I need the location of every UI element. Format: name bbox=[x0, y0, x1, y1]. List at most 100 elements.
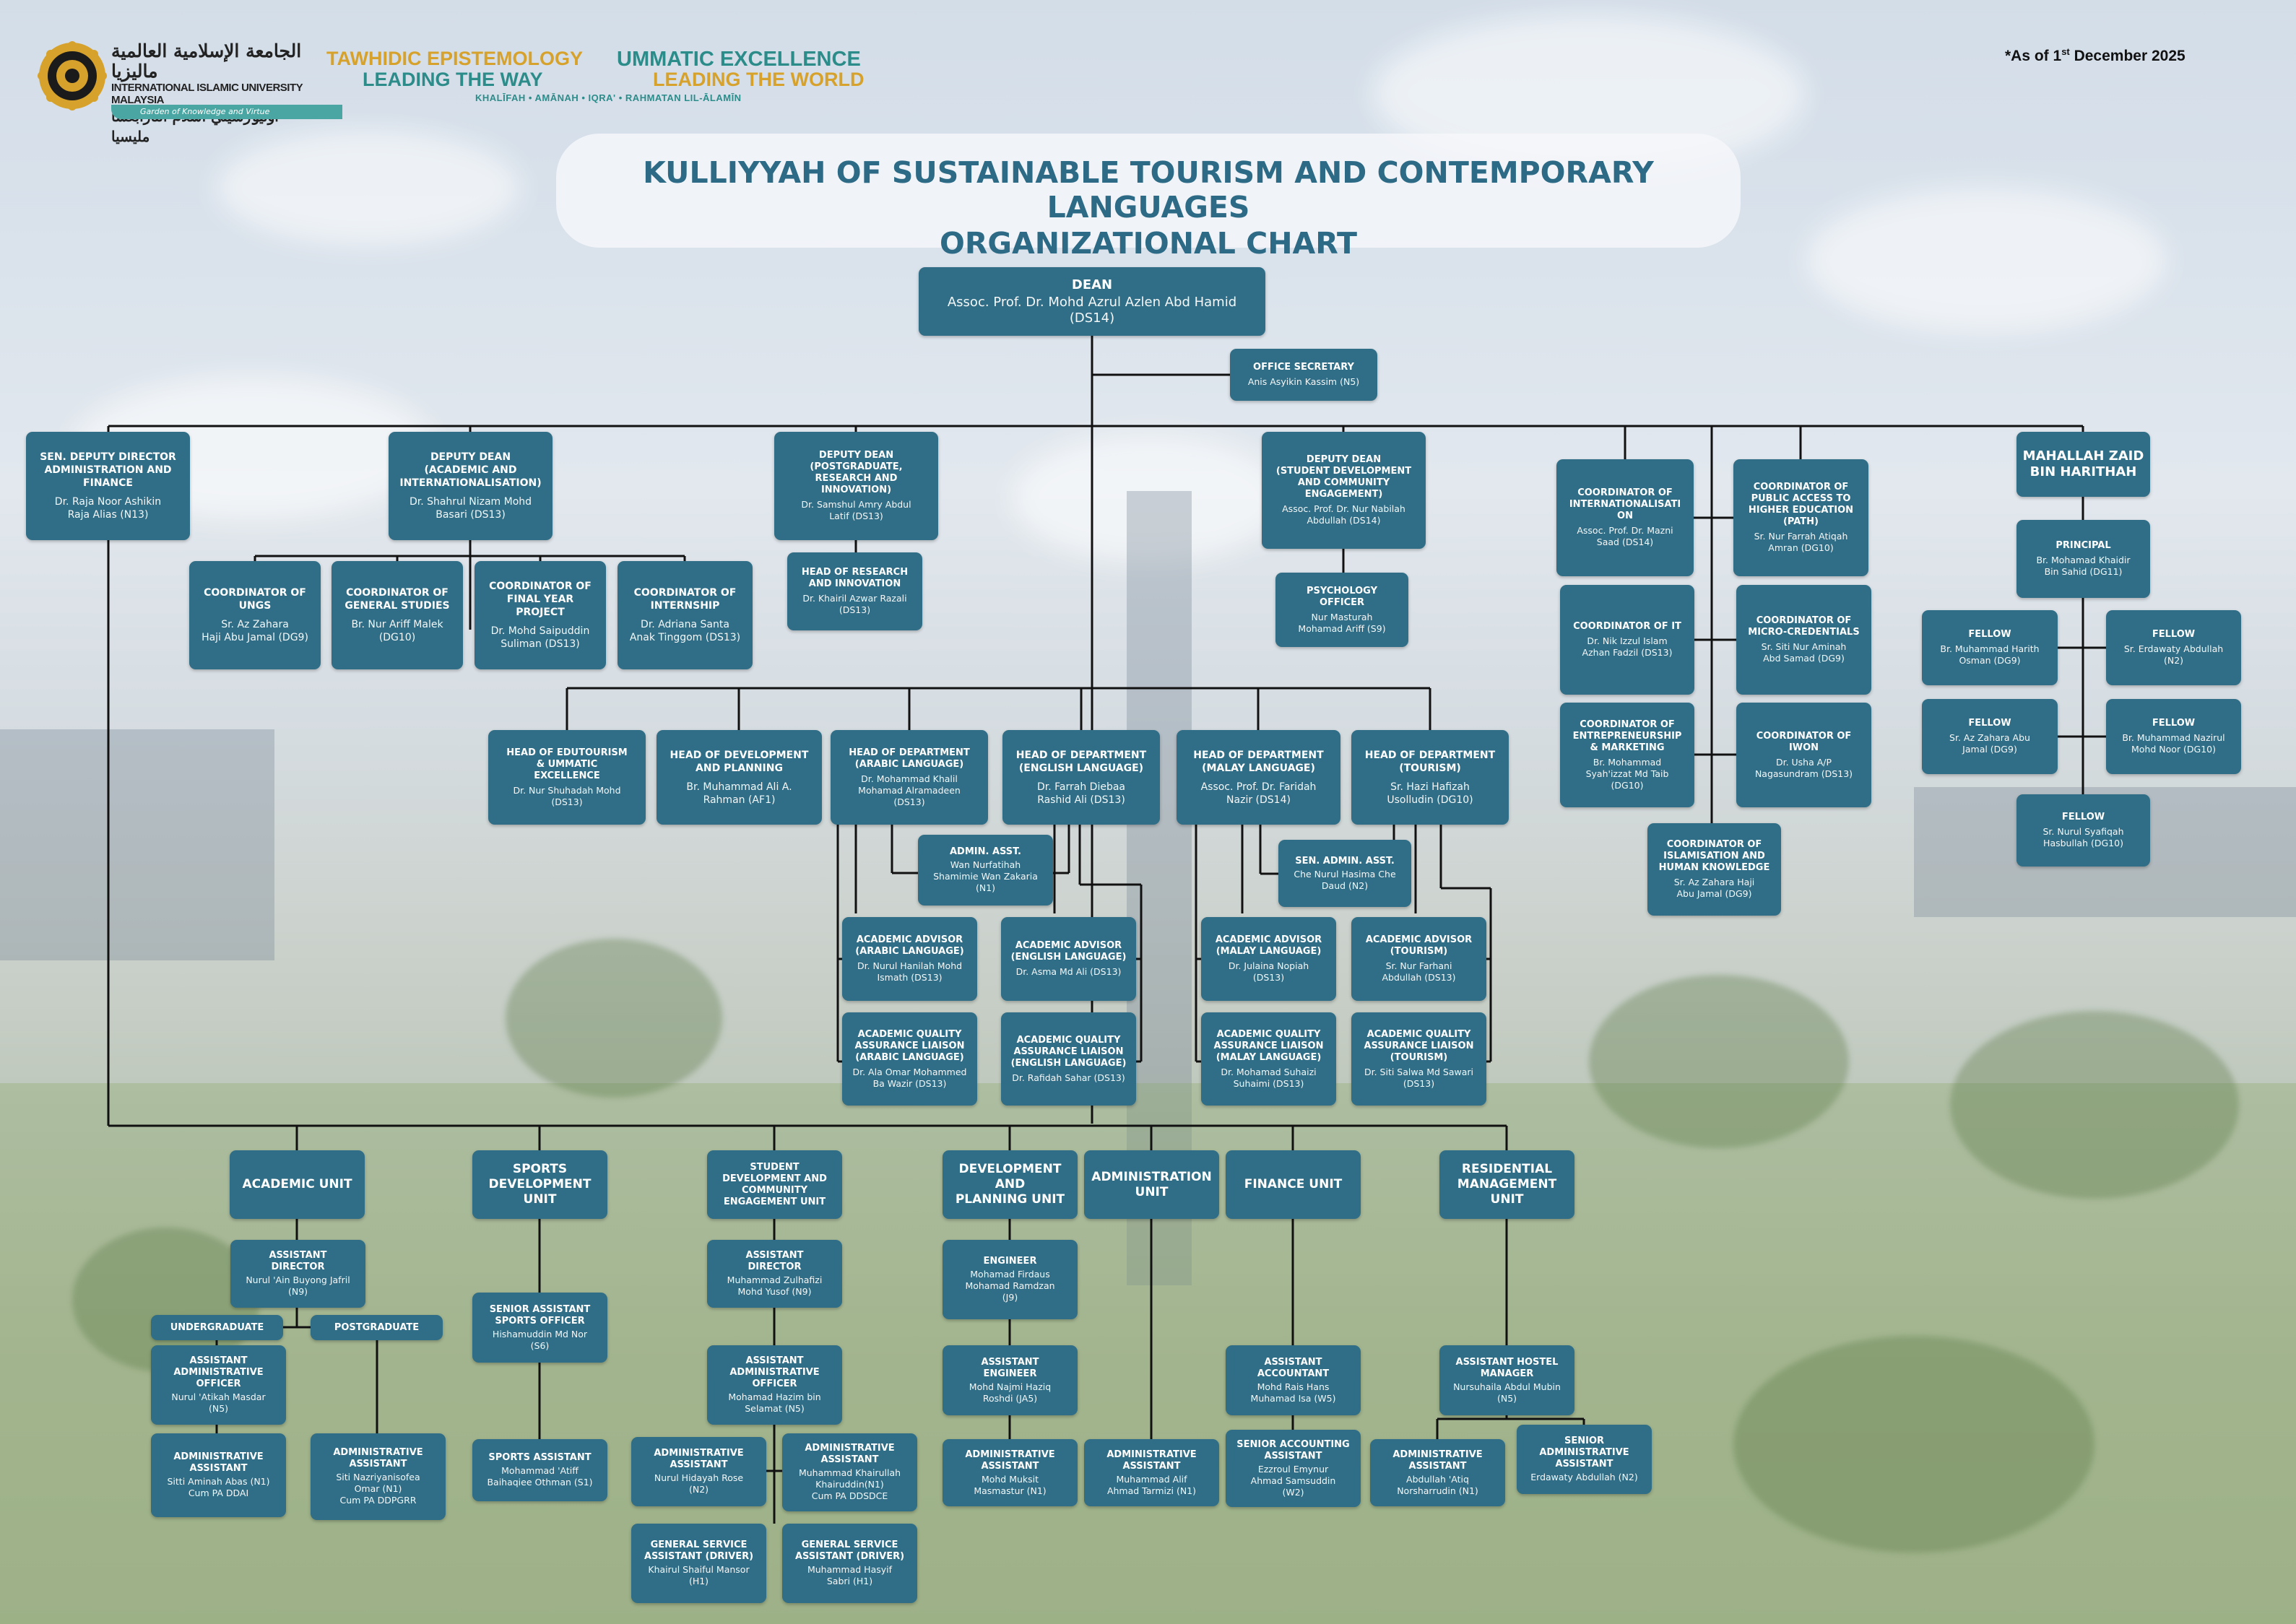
node-person: Nursuhaila Abdul Mubin(N5) bbox=[1453, 1381, 1561, 1404]
node-title: POSTGRADUATE bbox=[334, 1321, 420, 1333]
org-node-undergraduate: UNDERGRADUATE bbox=[151, 1315, 283, 1340]
node-person: Dr. Julaina Nopiah(DS13) bbox=[1228, 960, 1309, 983]
org-node-hod-tourism: HEAD OF DEPARTMENT(TOURISM)Sr. Hazi Hafi… bbox=[1351, 730, 1509, 825]
slogan-motto: KHALĪFAH • AMĀNAH • IQRA' • RAHMATAN LIL… bbox=[475, 92, 742, 103]
org-node-hod-arabic: HEAD OF DEPARTMENT(ARABIC LANGUAGE)Dr. M… bbox=[831, 730, 988, 825]
node-person: Anis Asyikin Kassim (N5) bbox=[1247, 376, 1360, 387]
org-node-office-secretary: OFFICE SECRETARY Anis Asyikin Kassim (N5) bbox=[1230, 349, 1377, 401]
university-slogan: TAWHIDIC EPISTEMOLOGY LEADING THE WAY UM… bbox=[326, 48, 890, 113]
org-node-aa-english: ACADEMIC ADVISOR(ENGLISH LANGUAGE) Dr. As… bbox=[1001, 917, 1136, 1001]
node-person: Dr. Siti Salwa Md Sawari(DS13) bbox=[1364, 1066, 1474, 1089]
chart-title-line2: ORGANIZATIONAL CHART bbox=[939, 226, 1357, 261]
node-title: HEAD OF DEPARTMENT(MALAY LANGUAGE) bbox=[1193, 749, 1324, 774]
node-person: Dr. Asma Md Ali (DS13) bbox=[1015, 966, 1122, 977]
node-title: ADMIN. ASST. bbox=[949, 846, 1021, 857]
org-node-aa-malay: ACADEMIC ADVISOR(MALAY LANGUAGE)Dr. Jula… bbox=[1201, 917, 1336, 1001]
as-of-date: *As of 1st December 2025 bbox=[2005, 46, 2185, 64]
org-node-unit-academic: ACADEMIC UNIT bbox=[230, 1150, 365, 1219]
node-title: FINANCE UNIT bbox=[1244, 1177, 1343, 1191]
node-person: Dr. Rafidah Sahar (DS13) bbox=[1012, 1072, 1125, 1083]
node-title: ACADEMIC ADVISOR(ENGLISH LANGUAGE) bbox=[1010, 940, 1127, 963]
node-title: ACADEMIC UNIT bbox=[242, 1177, 352, 1191]
node-person: Nurul 'Atikah Masdar(N5) bbox=[171, 1391, 266, 1414]
org-node-hod-malay: HEAD OF DEPARTMENT(MALAY LANGUAGE)Assoc.… bbox=[1177, 730, 1340, 825]
node-title: PRINCIPAL bbox=[2055, 540, 2111, 551]
node-person: Br. Muhammad Ali A.Rahman (AF1) bbox=[686, 781, 792, 806]
node-title: OFFICE SECRETARY bbox=[1253, 362, 1354, 373]
node-person: Br. Nur Ariff Malek(DG10) bbox=[351, 619, 443, 643]
node-person: Assoc. Prof. Dr. Mohd Azrul Azlen Abd Ha… bbox=[947, 294, 1237, 326]
university-name: INTERNATIONAL ISLAMIC UNIVERSITY MALAYSI… bbox=[111, 82, 303, 106]
chart-title: KULLIYYAH OF SUSTAINABLE TOURISM AND CON… bbox=[556, 134, 1741, 261]
node-person: Sr. Erdawaty Abdullah(N2) bbox=[2123, 643, 2224, 666]
